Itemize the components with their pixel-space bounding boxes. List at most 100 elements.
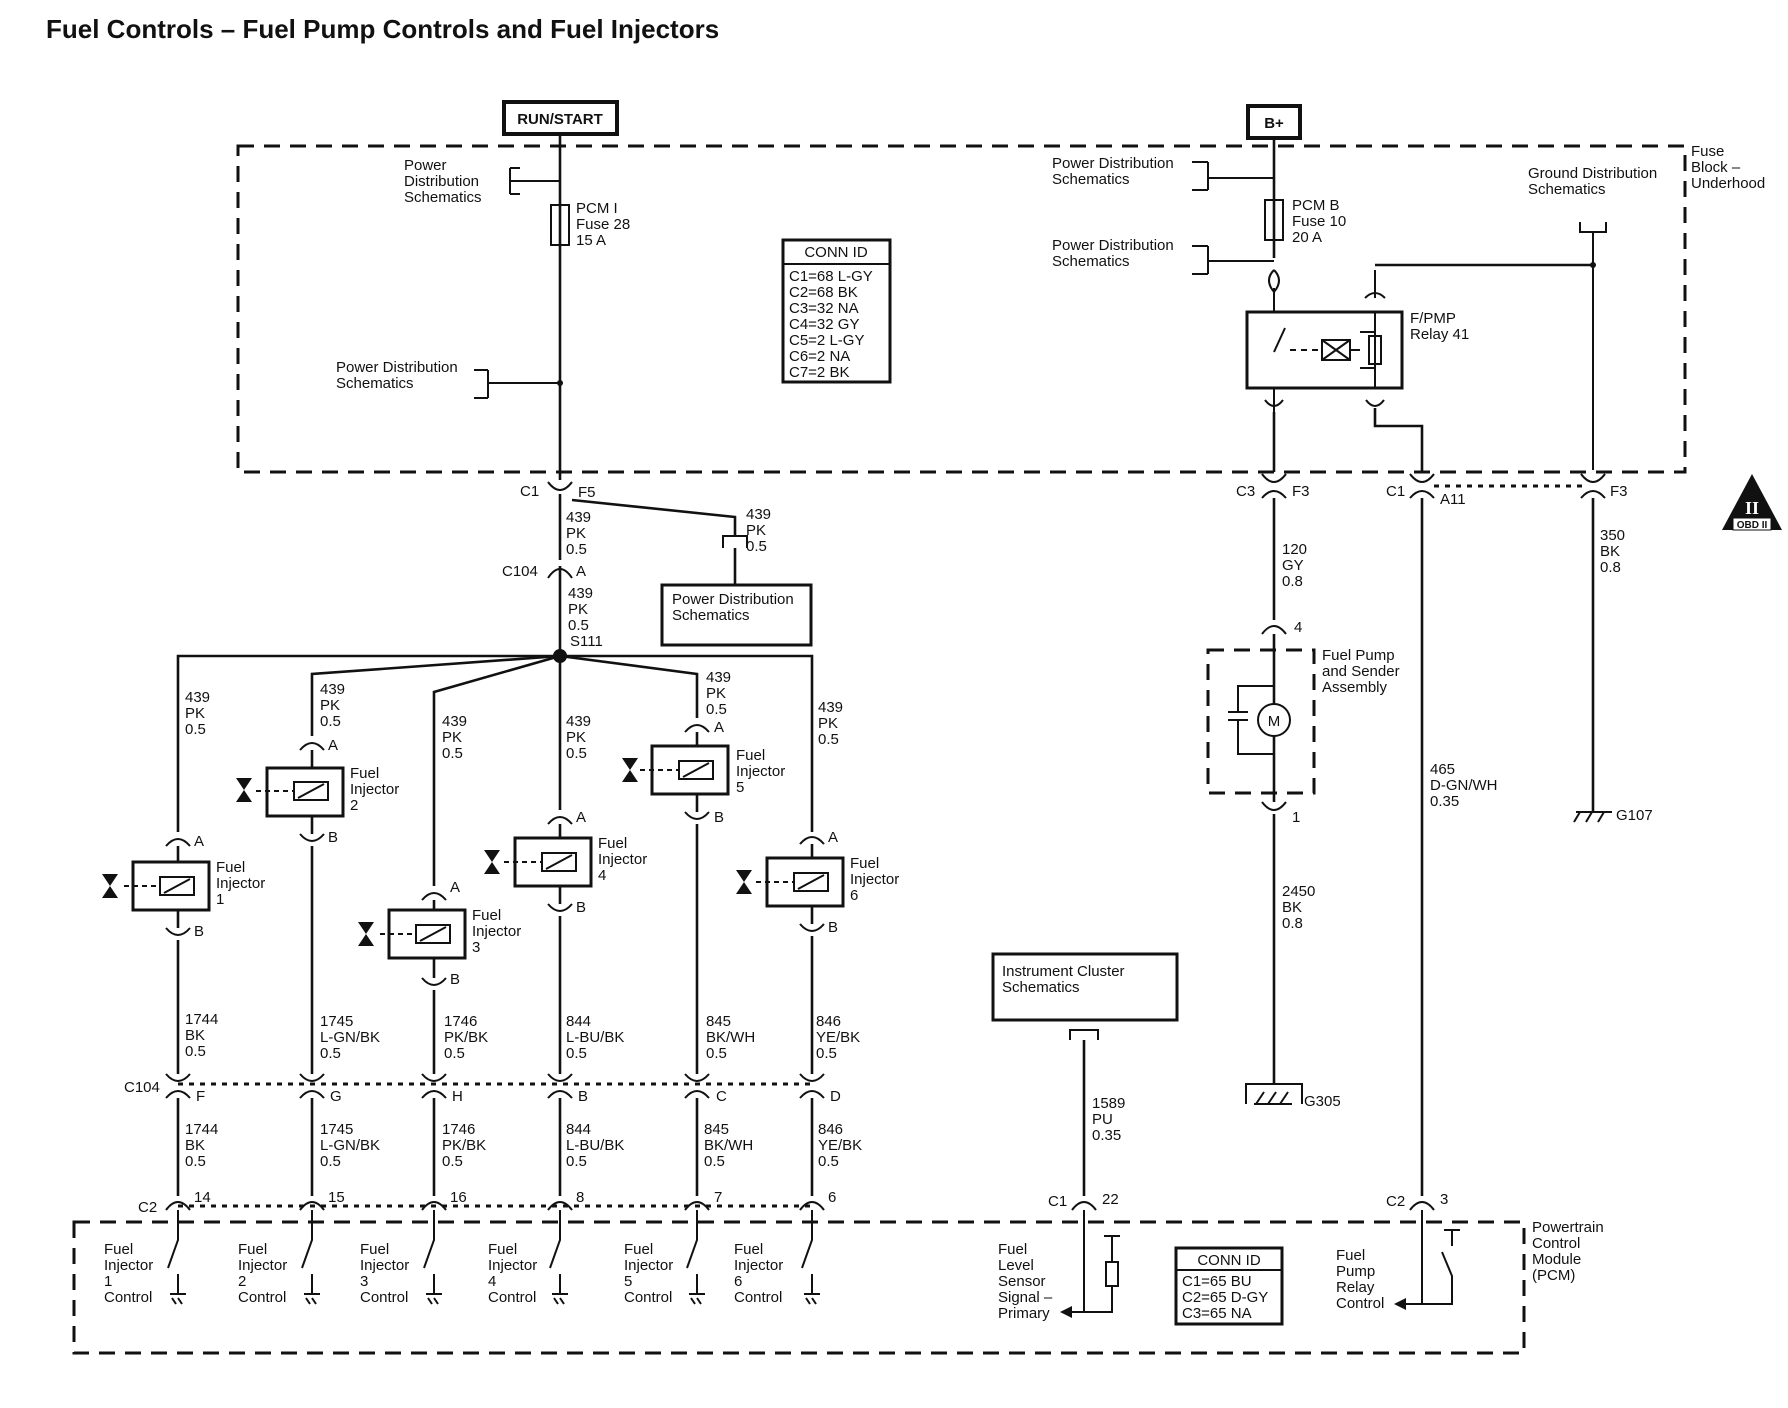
inj1-name: Injector (216, 875, 265, 892)
inj5-wire-label: 845 (706, 1013, 731, 1030)
inj4-name: Injector (598, 851, 647, 868)
inj5-pin-b: B (714, 809, 724, 826)
c104-row-label: C104 (124, 1079, 160, 1096)
wire-120-label: 0.8 (1282, 573, 1303, 590)
inj5-feed-label: 0.5 (706, 701, 727, 718)
wire-465-label: 465 (1430, 761, 1455, 778)
conn-id-top-title: CONN ID (804, 244, 868, 261)
inj6-wire-label: 0.5 (816, 1045, 837, 1062)
inj2-ctrl-label: 2 (238, 1273, 246, 1290)
fuse-block-label-2: Block – (1691, 159, 1741, 176)
inj4-wire-label: 0.5 (566, 1153, 587, 1170)
inj6-wire-label: 846 (818, 1121, 843, 1138)
inj4-ctrl-label: 4 (488, 1273, 496, 1290)
pds-branch-connector (722, 535, 748, 548)
inj2-ctrl-label: Control (238, 1289, 286, 1306)
conn-id-top-row: C7=2 BK (789, 364, 849, 381)
inj5-wire-label: 0.5 (704, 1153, 725, 1170)
inj2-name: Fuel (350, 765, 379, 782)
pds-bracket-3 (1192, 161, 1274, 191)
inj5-wire-label: 0.5 (706, 1045, 727, 1062)
fuse-pcm-b (1264, 199, 1284, 241)
inj3-ctrl-label: Fuel (360, 1241, 389, 1258)
ground-g305 (1245, 1083, 1303, 1105)
fpmp-relay (1245, 310, 1404, 390)
c2-pin-label: 7 (714, 1189, 722, 1206)
inj4-feed-label: 0.5 (566, 745, 587, 762)
inj3-name: Injector (472, 923, 521, 940)
inj4-name: Fuel (598, 835, 627, 852)
inj1-wire-label: 1744 (185, 1121, 218, 1138)
inj5-ctrl-label: Injector (624, 1257, 673, 1274)
c1-right-label: C1 (1386, 483, 1405, 500)
fuel-injector-2 (236, 742, 345, 1074)
pcm-label: (PCM) (1532, 1267, 1575, 1284)
wire-350-label: 350 (1600, 527, 1625, 544)
injector-control-labels: Fuel Injector 1 Control Fuel Injector 2 … (104, 1241, 783, 1306)
inj3-feed-label: 439 (442, 713, 467, 730)
pds-label-4a: Power Distribution (1052, 237, 1174, 254)
c2-row-label: C2 (138, 1199, 157, 1216)
fuel-injector-3 (358, 892, 467, 1074)
f3-label: F3 (1292, 483, 1310, 500)
fuse-pcm-i-label-1: PCM I (576, 200, 618, 217)
inj1-ctrl-label: Injector (104, 1257, 153, 1274)
fuse-block-label-3: Underhood (1691, 175, 1765, 192)
obd-ii-icon: II OBD II (1722, 474, 1782, 531)
fuel-pump-assembly (1206, 648, 1316, 795)
conn-id-top-row: C1=68 L-GY (789, 268, 873, 285)
c1-pcm-label: C1 (1048, 1193, 1067, 1210)
inj5-wire-label: BK/WH (706, 1029, 755, 1046)
inj3-name: 3 (472, 939, 480, 956)
pds-bracket-1 (509, 167, 560, 195)
inj1-pin-b: B (194, 923, 204, 940)
c1-22-connector (1071, 1201, 1097, 1211)
ground-g107 (1573, 811, 1612, 823)
wire-439-label: 439 (568, 585, 593, 602)
fuel-injector-4 (484, 816, 593, 1074)
wire-439-branch-label: 0.5 (746, 538, 767, 555)
inj5-wire-label: 845 (704, 1121, 729, 1138)
inj1-ctrl-label: Control (104, 1289, 152, 1306)
c2-pin-label: 6 (828, 1189, 836, 1206)
c104-pin-label: G (330, 1088, 342, 1105)
c3-label: C3 (1236, 483, 1255, 500)
wire-439-label: PK (568, 601, 588, 618)
pump-label: Fuel Pump (1322, 647, 1395, 664)
c104-pin-label: F (196, 1088, 205, 1105)
inj6-ctrl-label: Injector (734, 1257, 783, 1274)
b-plus-box (1246, 104, 1302, 140)
inj3-feed-label: 0.5 (442, 745, 463, 762)
wire-439-label: 0.5 (568, 617, 589, 634)
pds-label-3a: Power Distribution (1052, 155, 1174, 172)
wire-120-label: GY (1282, 557, 1304, 574)
wire-2450-label: 0.8 (1282, 915, 1303, 932)
level-label: Level (998, 1257, 1034, 1274)
inj2-pin-b: B (328, 829, 338, 846)
c2-pin-3: 3 (1440, 1191, 1448, 1208)
inj2-ctrl-label: Fuel (238, 1241, 267, 1258)
c2-pin-label: 8 (576, 1189, 584, 1206)
wire-2450-label: 2450 (1282, 883, 1315, 900)
g107-label: G107 (1616, 807, 1653, 824)
wire-1589-label: 0.35 (1092, 1127, 1121, 1144)
fuse-block-boundary (236, 144, 1687, 474)
wire-465-label: 0.35 (1430, 793, 1459, 810)
pds-bracket-2 (474, 369, 560, 399)
wire-350-label: BK (1600, 543, 1620, 560)
inj6-feed-label: PK (818, 715, 838, 732)
conn-id-top-row: C2=68 BK (789, 284, 858, 301)
relay-label-2: Relay 41 (1410, 326, 1469, 343)
c104-pin-label: B (578, 1088, 588, 1105)
inj5-name: Injector (736, 763, 785, 780)
inj6-name: 6 (850, 887, 858, 904)
motor-label: M (1268, 713, 1281, 730)
inj2-pin-a: A (328, 737, 338, 754)
c104-label: C104 (502, 563, 538, 580)
inj4-name: 4 (598, 867, 606, 884)
page-title: Fuel Controls – Fuel Pump Controls and F… (46, 14, 720, 44)
pds-label-2a: Power Distribution (336, 359, 458, 376)
c104-pin-a: A (576, 563, 586, 580)
pds-box-mid (660, 583, 813, 647)
wire-120-label: 120 (1282, 541, 1307, 558)
